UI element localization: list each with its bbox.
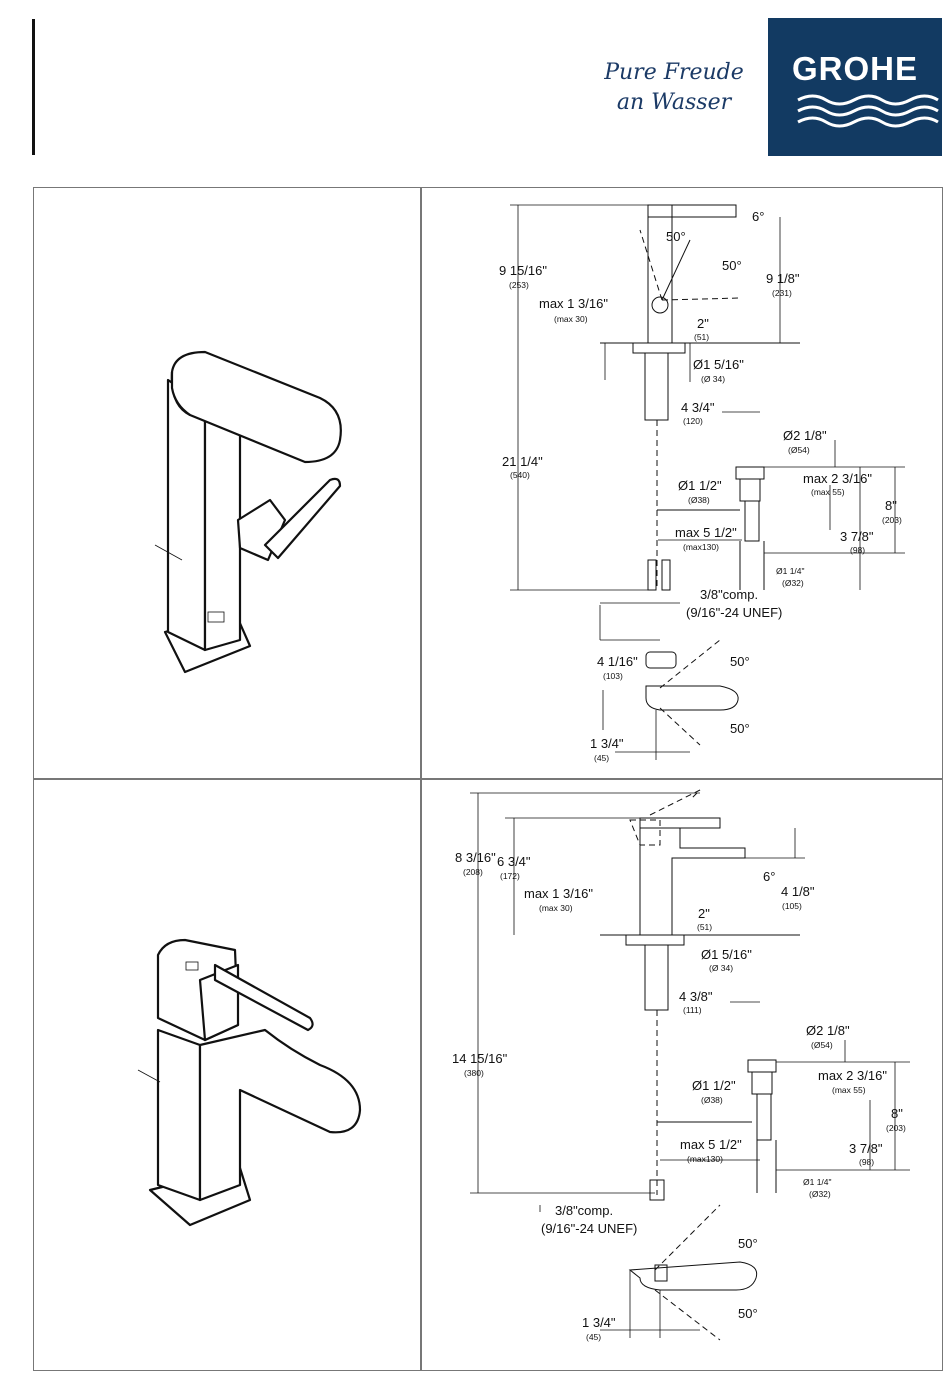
bottom-angle-tilt: 6° [763,869,775,884]
top-angle-lever-1: 50° [666,229,686,244]
bottom-plan-offset-mm: (45) [586,1332,601,1342]
top-tail-dia: Ø1 1/4" [776,566,805,576]
bottom-drain-height-mm: (203) [886,1123,906,1133]
bottom-drain-dia-mm: (Ø54) [811,1040,833,1050]
bottom-shank-offset: 4 3/8" [679,989,713,1004]
bottom-hole-dia: Ø1 5/16" [701,947,752,962]
bottom-pipe-dia: Ø1 1/2" [692,1078,736,1093]
top-shank-offset: 4 3/4" [681,400,715,415]
tall-faucet-illustration [154,350,342,674]
top-rod-length-mm: (max130) [683,542,719,552]
bottom-plan-angle-1: 50° [738,1236,758,1251]
top-drain-dia: Ø2 1/8" [783,428,827,443]
bottom-hole-dia-mm: (Ø 34) [709,963,733,973]
bottom-tail-dia: Ø1 1/4" [803,1177,832,1187]
top-spout-height-mm: (231) [772,288,792,298]
logo-wordmark: GROHE [791,50,918,87]
top-total-height: 21 1/4" [502,454,543,469]
tagline-line-2: an Wasser [616,90,732,115]
bottom-height-main: 8 3/16" [455,850,496,865]
short-faucet-illustration [137,938,362,1227]
top-height-main: 9 15/16" [499,263,547,278]
top-plan-offset-mm: (45) [594,753,609,763]
brand-tagline: Pure Freude an Wasser [590,58,758,118]
bottom-outlet-height: 3 7/8" [849,1141,883,1156]
top-outlet-height-mm: (98) [850,545,865,555]
header-rule [32,19,35,155]
bottom-plan-offset: 1 3/4" [582,1315,616,1330]
top-max-drain-mm: (max 55) [811,487,845,497]
tagline-line-1: Pure Freude [604,60,744,85]
bottom-connection: 3/8"comp. [555,1203,613,1218]
top-total-height-mm: (540) [510,470,530,480]
bottom-rod-length-mm: (max130) [687,1154,723,1164]
top-connection: 3/8"comp. [700,587,758,602]
top-pipe-dia-mm: (Ø38) [688,495,710,505]
bottom-projection-mm: (105) [782,901,802,911]
top-drain-height-mm: (203) [882,515,902,525]
top-max-deck-mm: (max 30) [554,314,588,324]
bottom-tail-dia-mm: (Ø32) [809,1189,831,1199]
top-drain-height: 8" [885,498,897,513]
top-hole-dia: Ø1 5/16" [693,357,744,372]
bottom-pipe-dia-mm: (Ø38) [701,1095,723,1105]
bottom-max-deck: max 1 3/16" [524,886,593,901]
top-plan-offset: 1 3/4" [590,736,624,751]
bottom-projection: 4 1/8" [781,884,815,899]
top-plan-width-mm: (103) [603,671,623,681]
top-plan-width: 4 1/16" [597,654,638,669]
bottom-total-height: 14 15/16" [452,1051,508,1066]
bottom-height-main-mm: (208) [463,867,483,877]
top-outlet-height: 3 7/8" [840,529,874,544]
bottom-max-drain-mm: (max 55) [832,1085,866,1095]
top-angle-tilt: 6° [752,209,764,224]
bottom-base-width: 2" [698,906,710,921]
top-spout-height: 9 1/8" [766,271,800,286]
bottom-total-height-mm: (380) [464,1068,484,1078]
bottom-technical-drawing: 8 3/16" (208) 6 3/4" (172) 6° 4 1/8" (10… [452,789,910,1342]
bottom-rod-length: max 5 1/2" [680,1137,742,1152]
top-rod-length: max 5 1/2" [675,525,737,540]
bottom-height-spout-mm: (172) [500,871,520,881]
top-tail-dia-mm: (Ø32) [782,578,804,588]
top-base-width: 2" [697,316,709,331]
bottom-connection-thread: (9/16"-24 UNEF) [541,1221,637,1236]
bottom-plan-angle-2: 50° [738,1306,758,1321]
top-connection-thread: (9/16"-24 UNEF) [686,605,782,620]
bottom-base-width-mm: (51) [697,922,712,932]
bottom-height-spout: 6 3/4" [497,854,531,869]
top-angle-lever-2: 50° [722,258,742,273]
bottom-drain-dia: Ø2 1/8" [806,1023,850,1038]
bottom-max-drain: max 2 3/16" [818,1068,887,1083]
row-divider [33,778,943,780]
top-drain-dia-mm: (Ø54) [788,445,810,455]
top-max-deck: max 1 3/16" [539,296,608,311]
top-max-drain: max 2 3/16" [803,471,872,486]
top-shank-offset-mm: (120) [683,416,703,426]
top-base-width-mm: (51) [694,332,709,342]
top-technical-drawing: 9 15/16" (253) 6° 50° 50° 9 1/8" (231) m… [499,204,905,763]
top-height-main-mm: (253) [509,280,529,290]
bottom-drain-height: 8" [891,1106,903,1121]
top-plan-angle-1: 50° [730,654,750,669]
grohe-logo: GROHE [768,18,942,156]
top-pipe-dia: Ø1 1/2" [678,478,722,493]
bottom-shank-offset-mm: (111) [683,1005,702,1015]
bottom-max-deck-mm: (max 30) [539,903,573,913]
top-plan-angle-2: 50° [730,721,750,736]
bottom-outlet-height-mm: (98) [859,1157,874,1167]
top-hole-dia-mm: (Ø 34) [701,374,725,384]
logo-waves-icon [797,94,939,128]
